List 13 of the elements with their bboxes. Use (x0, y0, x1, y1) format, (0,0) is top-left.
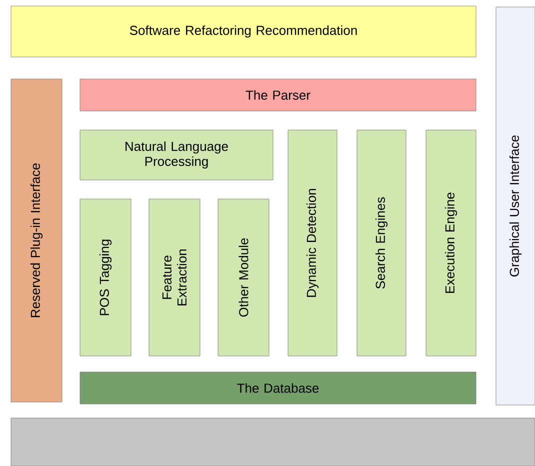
module-box: Dynamic Detection (288, 130, 338, 356)
module-box: Search Engines (356, 130, 406, 356)
module-box: The Parser (80, 78, 476, 112)
module-box: The Database (80, 372, 476, 404)
module-box: Feature Extraction (148, 198, 200, 356)
layer-box: Graphical User Interface (496, 6, 535, 406)
layer-box: Software Refactoring Recommendation (10, 6, 476, 58)
module-box: Execution Engine (426, 130, 476, 356)
module-box: Other Module (218, 198, 270, 356)
layer-box (10, 418, 535, 466)
module-box: Natural Language Processing (80, 130, 274, 180)
layer-box: Reserved Plug-in Interface (10, 78, 62, 402)
module-box: POS Tagging (80, 198, 132, 356)
